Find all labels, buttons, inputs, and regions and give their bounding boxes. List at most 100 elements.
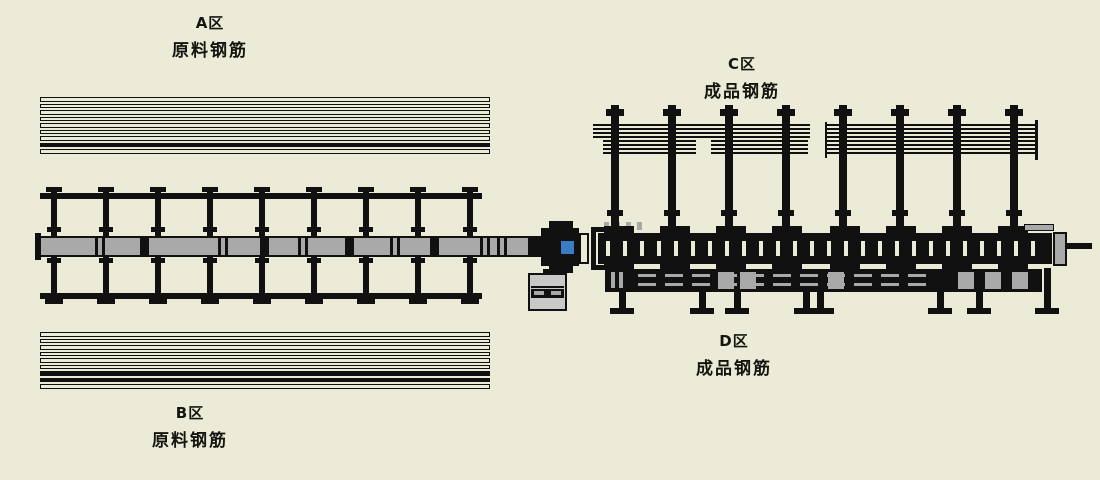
finished-rebar-line (711, 140, 808, 142)
gantry-arm-knob (839, 105, 847, 110)
main-conveyor-slat (810, 241, 814, 256)
zone-a-label: A区 原料钢筋 (145, 12, 275, 61)
zone-d-name: D区 (719, 332, 749, 350)
feed-conveyor-divider (140, 238, 149, 255)
rack-post-collar (307, 258, 321, 263)
feed-conveyor-divider (528, 236, 544, 257)
finished-rebar-line (593, 124, 810, 126)
finished-rebar-line (711, 152, 808, 154)
output-conveyor-band (605, 269, 1042, 292)
rack-post-foot (357, 298, 375, 304)
rack-post-cap (46, 187, 62, 192)
finished-rebar-line (603, 140, 696, 142)
main-conveyor-slat (742, 241, 746, 256)
raw-rebar-bar-zone-a (40, 103, 490, 108)
feed-conveyor-divider (218, 238, 221, 255)
gantry-arm-post (725, 112, 733, 233)
zone-a-name: A区 (195, 14, 225, 32)
finished-rebar-line (593, 132, 810, 134)
feed-conveyor-divider (430, 238, 439, 255)
finished-rebar-line (826, 140, 1036, 142)
coupler-box (579, 233, 589, 264)
output-conveyor-dash (854, 274, 872, 277)
output-conveyor-dash (665, 283, 683, 286)
feed-conveyor-divider (305, 238, 308, 255)
rack-post-cap (410, 187, 426, 192)
rack-post-foot (305, 298, 323, 304)
main-conveyor-slat (912, 241, 916, 256)
rack-post-collar (359, 258, 373, 263)
output-conveyor-foot (725, 308, 749, 314)
straightener-bottom-block (549, 266, 573, 273)
gantry-arm-collar (607, 210, 623, 216)
gantry-arm-post (611, 112, 619, 233)
rack-post-collar (151, 258, 165, 263)
main-conveyor-shaft (1067, 243, 1092, 249)
feed-conveyor-divider (298, 238, 301, 255)
control-cabinet-band (531, 289, 564, 298)
rack-post-collar (203, 258, 217, 263)
main-conveyor-slat (895, 241, 899, 256)
feed-conveyor-divider (497, 238, 500, 255)
output-conveyor-dash (800, 274, 818, 277)
main-conveyor-slat (844, 241, 848, 256)
output-conveyor-block (1012, 272, 1028, 289)
gantry-arm-post (782, 112, 790, 233)
finished-rebar-line (826, 144, 1036, 146)
rack-post-cap (306, 187, 322, 192)
gantry-arm-collar (721, 210, 737, 216)
zone-c-name: C区 (727, 55, 756, 73)
zone-d-label: D区 成品钢筋 (669, 330, 799, 379)
main-conveyor-band (598, 233, 1052, 264)
gantry-arm-collar (835, 210, 851, 216)
output-conveyor-leg (734, 292, 741, 309)
gantry-arm-knob (725, 105, 733, 110)
feed-conveyor-divider (487, 238, 490, 255)
raw-rebar-bar-zone-b (40, 364, 490, 369)
output-conveyor-block (985, 272, 1001, 289)
output-conveyor-leg (937, 292, 944, 309)
feed-conveyor-endcap (35, 233, 41, 260)
control-cabinet-cell (534, 291, 544, 295)
raw-rebar-bar-zone-a (40, 110, 490, 115)
rack-post-foot (201, 298, 219, 304)
finished-rebar-line (711, 148, 808, 150)
main-conveyor-slat (827, 241, 831, 256)
main-conveyor-slat (878, 241, 882, 256)
zone-b-name: B区 (175, 404, 205, 422)
rack-post-collar (255, 227, 269, 232)
main-conveyor-slat (691, 241, 695, 256)
zone-c-desc: 成品钢筋 (704, 82, 780, 102)
feed-conveyor-divider (345, 238, 354, 255)
feed-conveyor-divider (397, 238, 400, 255)
feed-conveyor-divider (480, 238, 483, 255)
main-conveyor-slat (776, 241, 780, 256)
output-conveyor-foot (967, 308, 991, 314)
output-conveyor-dash (908, 283, 926, 286)
finished-rebar-endcap (1035, 120, 1038, 160)
raw-rebar-bar-zone-b (40, 358, 490, 363)
gantry-arm-collar (892, 210, 908, 216)
rack-post-foot (461, 298, 479, 304)
main-conveyor-slat (929, 241, 933, 256)
main-conveyor-slat (674, 241, 678, 256)
rack-post-collar (47, 258, 61, 263)
output-conveyor-foot (794, 308, 834, 314)
gantry-arm-knob (668, 105, 676, 110)
rack-post-collar (47, 227, 61, 232)
zone-a-desc: 原料钢筋 (172, 41, 248, 61)
raw-rebar-bar-zone-a (40, 123, 490, 128)
raw-rebar-bar-zone-a (40, 136, 490, 141)
feed-conveyor-divider (225, 238, 228, 255)
finished-rebar-line (603, 148, 696, 150)
rack-post-foot (97, 298, 115, 304)
gantry-arm-collar (1006, 210, 1022, 216)
output-conveyor-slat (619, 272, 623, 288)
feed-conveyor-divider (390, 238, 393, 255)
rack-post-collar (151, 227, 165, 232)
gantry-arm-post (668, 112, 676, 233)
output-conveyor-dash (773, 283, 791, 286)
gantry-arm-collar (949, 210, 965, 216)
raw-rebar-bar-zone-a (40, 142, 490, 147)
